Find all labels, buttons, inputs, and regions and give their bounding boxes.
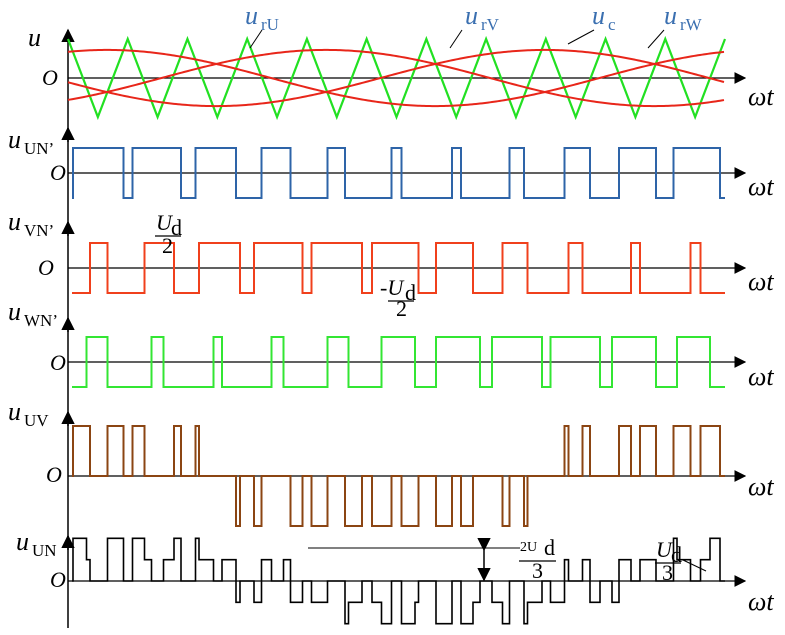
carrier-wave xyxy=(66,35,727,121)
ud3-den: 3 xyxy=(662,560,673,585)
panel3-time-label: ωt xyxy=(748,267,774,296)
ud2-num-sub: d xyxy=(171,215,182,240)
panel6-origin-label: O xyxy=(50,567,66,592)
ref-v-leader xyxy=(449,29,463,49)
neg-ud2-num-sub: d xyxy=(405,280,416,305)
carrier-label-main: u xyxy=(592,1,605,30)
panel4-time-label: ωt xyxy=(748,362,774,391)
panel1-origin-label: O xyxy=(42,65,58,90)
ud3-leader xyxy=(682,559,707,572)
wave-u-uv xyxy=(72,425,725,527)
2ud3-num: 2U xyxy=(520,540,537,555)
wave-u-vn-prime xyxy=(72,242,725,294)
reference-wave-u xyxy=(67,48,725,108)
reference-wave-w xyxy=(67,48,725,108)
reference-wave-v xyxy=(67,48,725,108)
ud2-den: 2 xyxy=(162,233,173,258)
annotation-ud-over-2: U d 2 xyxy=(155,210,182,258)
annotation-neg-ud-over-2: -U d 2 xyxy=(380,275,416,321)
panel4-origin-label: O xyxy=(50,350,66,375)
carrier-label: u c xyxy=(592,1,616,34)
ud3-num: U xyxy=(656,537,674,562)
carrier-leader xyxy=(567,29,595,45)
waveforms-group xyxy=(66,35,727,625)
ud3-num-sub: d xyxy=(671,542,682,567)
carrier-label-sub: c xyxy=(608,15,616,34)
panel5-y-label-sub: UV xyxy=(24,411,49,430)
annotation-2ud-over-3: 2U d 3 xyxy=(308,535,556,583)
panel4-y-label-sub: WN’ xyxy=(24,311,58,330)
ref-u-label-sub: rU xyxy=(261,15,279,34)
panel2-time-label: ωt xyxy=(748,172,774,201)
ref-w-label-main: u xyxy=(664,1,677,30)
panel2-origin-label: O xyxy=(50,160,66,185)
panel3-y-label-sub: VN’ xyxy=(24,221,54,240)
panel6-y-label-sub: UN xyxy=(32,541,57,560)
2ud3-num-text: 2U xyxy=(520,540,537,555)
2ud3-num-sub: d xyxy=(544,535,555,560)
axes-group xyxy=(61,28,747,628)
ref-u-label: u rU xyxy=(245,1,279,34)
ref-v-label-main: u xyxy=(465,1,478,30)
neg-ud2-num: -U xyxy=(380,275,405,300)
panel4-y-label-main: u xyxy=(8,297,21,326)
ref-v-label-sub: rV xyxy=(481,15,500,34)
panel1-time-label: ωt xyxy=(748,82,774,111)
panel5-time-label: ωt xyxy=(748,472,774,501)
panel3-origin-label: O xyxy=(38,255,54,280)
panel1-y-label: u xyxy=(28,23,41,52)
annotation-ud-over-3: U d 3 xyxy=(655,537,707,585)
panel5-y-label-main: u xyxy=(8,397,21,426)
panel5-origin-label: O xyxy=(46,462,62,487)
wave-u-un-prime xyxy=(72,147,725,199)
ref-u-leader xyxy=(249,29,263,49)
neg-ud2-den: 2 xyxy=(396,296,407,321)
panel2-y-label-main: u xyxy=(8,125,21,154)
ref-w-leader xyxy=(647,29,665,49)
ud2-num: U xyxy=(156,210,174,235)
ref-u-label-main: u xyxy=(245,1,258,30)
ref-v-label: u rV xyxy=(465,1,500,34)
2ud3-den: 3 xyxy=(532,558,543,583)
panel6-time-label: ωt xyxy=(748,587,774,616)
panel6-y-label-main: u xyxy=(16,527,29,556)
ref-w-label-sub: rW xyxy=(680,15,703,34)
wave-u-un xyxy=(72,537,725,625)
panel3-y-label-main: u xyxy=(8,207,21,236)
panel2-y-label-sub: UN’ xyxy=(24,139,54,158)
ref-w-label: u rW xyxy=(664,1,703,34)
wave-u-wn-prime xyxy=(72,336,725,388)
